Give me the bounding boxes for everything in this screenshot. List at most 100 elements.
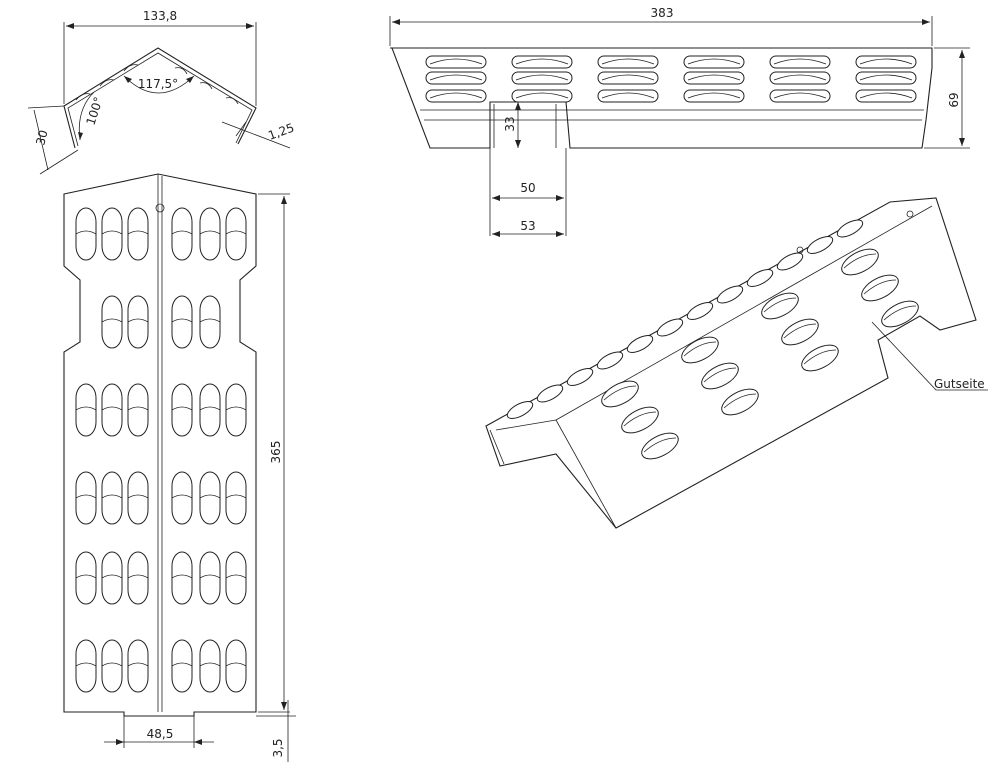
side-slot <box>769 71 831 85</box>
iso-slot <box>621 406 659 434</box>
dim-flat-length: 365 <box>269 441 283 464</box>
iso-slot-louver <box>603 385 637 401</box>
flat-slot-louver <box>171 406 193 411</box>
iso-ridge-louver <box>806 236 834 254</box>
flat-slot <box>199 207 221 261</box>
dim-bottom-notch-width: 48,5 <box>147 727 174 741</box>
side-slot-louver <box>429 92 483 99</box>
flat-slot-louver <box>127 494 149 499</box>
flat-slot-louver <box>171 574 193 579</box>
flat-slot <box>101 471 123 525</box>
side-slot-louver <box>859 74 913 81</box>
flat-slot <box>75 639 97 693</box>
flat-slot-louver <box>171 230 193 235</box>
iso-slot <box>881 300 919 328</box>
flat-slot-louver <box>101 230 123 235</box>
iso-slot <box>701 362 739 390</box>
dim-bottom-notch-depth: 3,5 <box>271 738 285 757</box>
side-view: 383 69 33 50 53 <box>389 6 970 237</box>
flat-slot-louver <box>75 230 97 235</box>
iso-slot <box>681 336 719 364</box>
iso-ridge-louver <box>596 351 624 370</box>
flat-slot-louver <box>225 230 247 235</box>
flat-slot-louver <box>127 662 149 667</box>
flat-slot-louver <box>75 494 97 499</box>
dim-side-length: 383 <box>651 6 674 20</box>
side-slot <box>769 89 831 103</box>
flat-slot-louver <box>199 318 221 323</box>
flat-slot-louver <box>171 494 193 499</box>
side-slot-louver <box>687 58 741 65</box>
dim-notch-outer: 53 <box>520 219 535 233</box>
flat-slot <box>127 471 149 525</box>
flat-slot-louver <box>75 662 97 667</box>
flat-slot <box>101 207 123 261</box>
iso-slot-louver <box>863 279 897 295</box>
side-slots <box>425 55 917 103</box>
iso-slot <box>801 344 839 372</box>
side-slot <box>511 89 573 103</box>
flat-slot-louver <box>225 574 247 579</box>
iso-slot-louver <box>763 297 797 313</box>
iso-ridge-louver <box>536 384 564 403</box>
flat-slot-louver <box>75 406 97 411</box>
iso-slot-louver <box>843 253 877 269</box>
flat-slot-louver <box>101 318 123 323</box>
iso-slot <box>721 388 759 416</box>
flat-slot-louver <box>127 230 149 235</box>
flat-slot-louver <box>199 574 221 579</box>
flat-slot <box>225 639 247 693</box>
flat-slot <box>127 383 149 437</box>
flat-slot-louver <box>225 662 247 667</box>
side-slot-louver <box>773 74 827 81</box>
side-slot <box>855 89 917 103</box>
iso-ridge-louver <box>686 302 714 320</box>
iso-slot-louver <box>723 393 757 409</box>
side-slot <box>425 89 487 103</box>
iso-ridge-louver <box>566 368 594 386</box>
flat-slot <box>75 471 97 525</box>
dim-top-width: 133,8 <box>143 9 177 23</box>
side-slot-louver <box>429 58 483 65</box>
flat-slot <box>171 383 193 437</box>
side-slot <box>425 71 487 85</box>
iso-slot-louver <box>803 349 837 365</box>
side-slot-louver <box>515 92 569 99</box>
iso-slot-louver <box>783 323 817 339</box>
iso-slot-louver <box>623 411 657 427</box>
side-slot-louver <box>601 74 655 81</box>
flat-slot-louver <box>171 318 193 323</box>
iso-slot-louver <box>683 341 717 357</box>
flat-slot <box>171 295 193 349</box>
side-slot-louver <box>687 74 741 81</box>
section-louvers <box>75 64 239 105</box>
flat-slot-louver <box>101 574 123 579</box>
flat-slot-louver <box>127 318 149 323</box>
iso-slot <box>601 380 639 408</box>
flat-slot <box>225 471 247 525</box>
flat-slot <box>199 639 221 693</box>
flat-slot <box>199 295 221 349</box>
flat-slot <box>199 471 221 525</box>
side-slot-louver <box>601 92 655 99</box>
side-slot-louver <box>429 74 483 81</box>
side-slot <box>769 55 831 69</box>
flat-slot <box>199 383 221 437</box>
iso-slot-louver <box>703 367 737 383</box>
flat-slot-louver <box>225 494 247 499</box>
side-slot <box>511 71 573 85</box>
flat-slot-louver <box>101 406 123 411</box>
dim-notch-depth: 33 <box>503 116 517 131</box>
dim-apex-angle: 117,5° <box>138 77 178 91</box>
iso-ridge-louver <box>656 318 684 337</box>
flat-slot-louver <box>101 662 123 667</box>
side-slot-louver <box>515 58 569 65</box>
flat-slot-louver <box>199 662 221 667</box>
flat-slot <box>171 639 193 693</box>
iso-slots <box>506 219 919 460</box>
side-slot <box>511 55 573 69</box>
iso-ridge-louver <box>506 401 534 419</box>
dim-thickness: 1,25 <box>266 121 296 143</box>
flat-slot-louver <box>127 406 149 411</box>
